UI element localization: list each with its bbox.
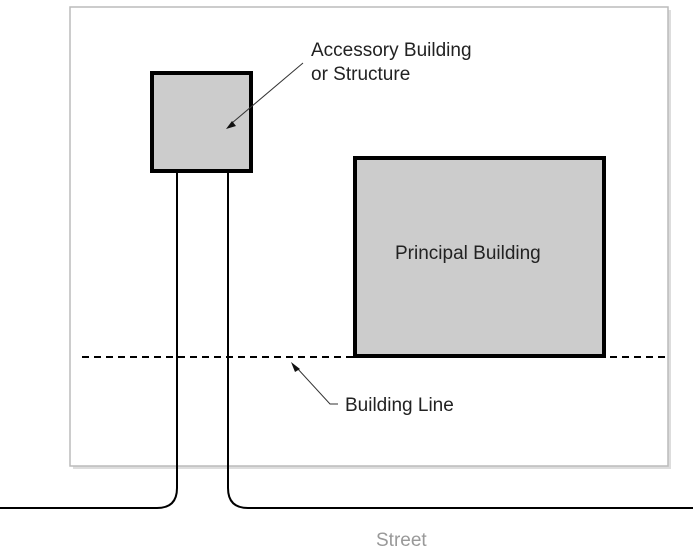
building-line-arrowhead-icon [291,362,300,372]
accessory-leader-line [231,62,304,124]
building-line-label: Building Line [345,395,454,416]
street-label: Street [376,530,427,550]
driveway-left-edge [0,172,178,509]
principal-building-label: Principal Building [395,243,541,264]
principal-building [353,156,606,358]
building-line-leader [296,367,338,405]
accessory-arrowhead-icon [226,121,236,129]
accessory-label-line2: or Structure [311,64,410,85]
accessory-building [150,71,253,173]
street-area [0,511,693,550]
driveway-right-edge [227,172,693,509]
accessory-label-line1: Accessory Building [311,40,472,61]
